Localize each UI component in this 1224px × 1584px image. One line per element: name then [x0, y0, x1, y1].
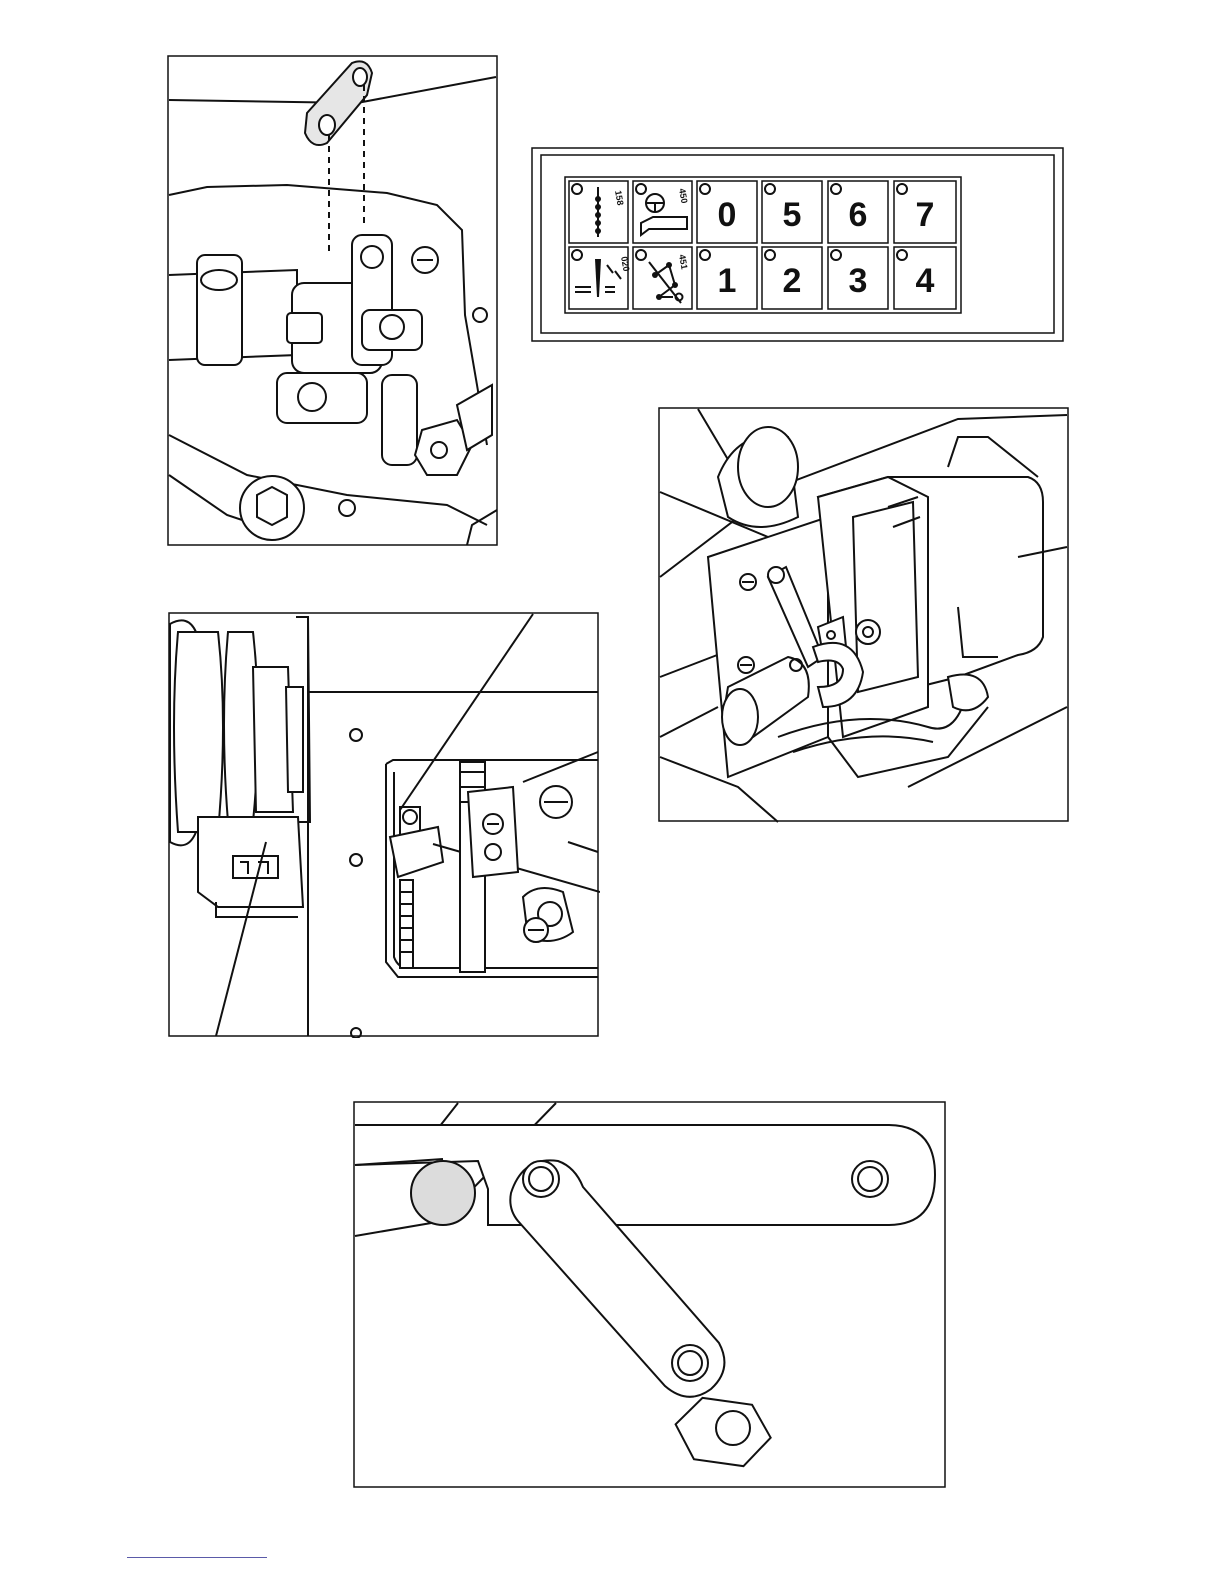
- key-0-button[interactable]: 0: [697, 181, 757, 243]
- footer-rule: [127, 1557, 267, 1558]
- key-6-label: 6: [849, 196, 868, 234]
- figure-control-panel: 158 450 0 5 6 7 020: [531, 147, 1065, 343]
- icon-key-thread-cutter[interactable]: 450: [633, 181, 692, 243]
- figure-motor-assembly: [658, 407, 1070, 823]
- key-5-button[interactable]: 5: [762, 181, 822, 243]
- dotted-plate: [305, 61, 372, 145]
- key-7-button[interactable]: 7: [894, 181, 956, 243]
- icon-key-needle-position[interactable]: 020: [569, 247, 631, 309]
- icon-code-label: 450: [677, 188, 689, 205]
- icon-code-label: 451: [677, 254, 689, 271]
- key-6-button[interactable]: 6: [828, 181, 888, 243]
- key-3-label: 3: [849, 262, 868, 300]
- key-0-label: 0: [718, 196, 737, 234]
- key-3-button[interactable]: 3: [828, 247, 888, 309]
- icon-code-label: 020: [619, 256, 631, 273]
- key-4-label: 4: [916, 262, 935, 300]
- icon-code-label: 158: [613, 190, 625, 207]
- key-1-button[interactable]: 1: [697, 247, 757, 309]
- shaded-pin: [411, 1161, 475, 1225]
- figure-mechanism-top-left: [167, 55, 499, 547]
- key-2-button[interactable]: 2: [762, 247, 822, 309]
- key-4-button[interactable]: 4: [894, 247, 956, 309]
- key-5-label: 5: [783, 196, 802, 234]
- icon-key-stitch-column[interactable]: 158: [569, 181, 628, 243]
- figure-pulley-drive: [168, 612, 600, 1038]
- figure-linkage-diagram: [353, 1101, 947, 1489]
- key-1-label: 1: [718, 262, 737, 300]
- key-7-label: 7: [916, 196, 935, 234]
- icon-key-pattern-cancel[interactable]: 451: [633, 247, 692, 309]
- key-2-label: 2: [783, 262, 802, 300]
